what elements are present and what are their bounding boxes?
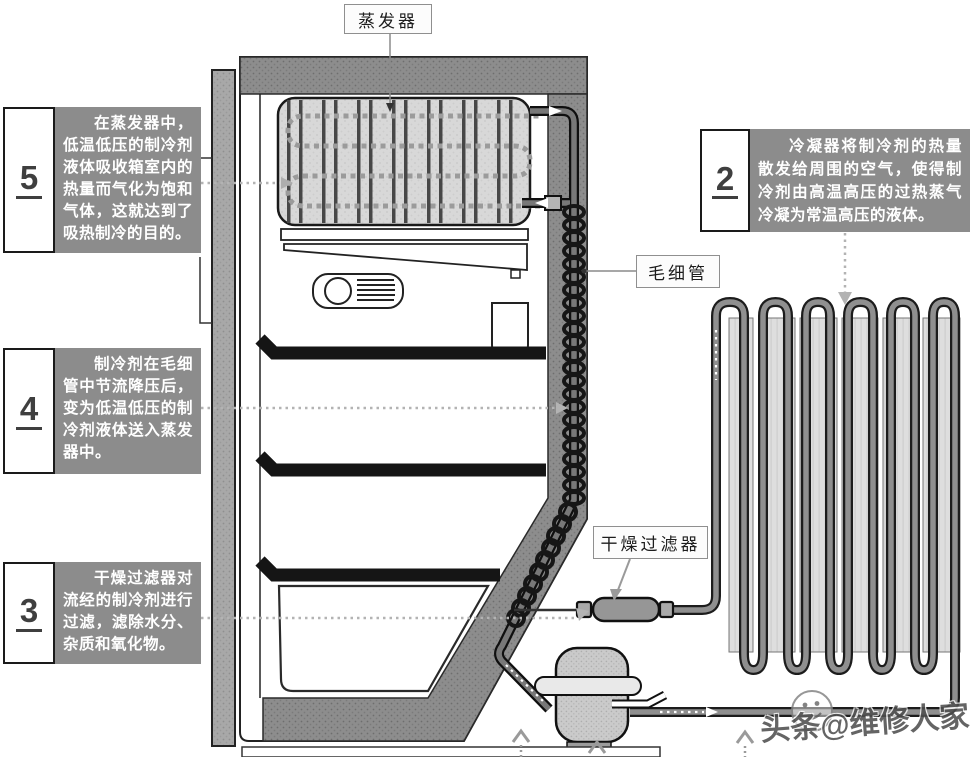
cabinet-top-wall — [239, 56, 588, 95]
step-number: 3 — [3, 562, 55, 664]
label-drier-filter: 干燥过滤器 — [593, 526, 708, 559]
step-callout-3: 3 干燥过滤器对流经的制冷剂进行过滤，滤除水分、杂质和氧化物。 — [3, 562, 201, 664]
interior-shelves — [255, 334, 546, 582]
drier-filter-body — [575, 596, 675, 623]
capillary-inlet — [522, 195, 570, 211]
compressor — [534, 646, 668, 750]
condenser — [630, 296, 960, 717]
evaporator — [276, 96, 540, 227]
step-callout-2: 2 冷凝器将制冷剂的热量散发给周围的空气，使得制冷剂由高温高压的过热蒸气冷凝为常… — [700, 129, 970, 232]
flow-arrow-discharge — [706, 707, 718, 717]
evaporator-ribs — [287, 100, 513, 223]
evaporator-shelf — [280, 228, 529, 279]
condenser-pointer — [838, 292, 852, 305]
crisper-drawer — [277, 584, 490, 693]
step-number: 5 — [3, 107, 55, 253]
interior-lamp — [312, 273, 404, 309]
base-plate — [241, 746, 661, 757]
step-text: 制冷剂在毛细管中节流降压后，变为低温低压的制冷剂液体送入蒸发器中。 — [55, 348, 201, 474]
drip-spout — [510, 269, 521, 279]
flow-arrow-into-evaporator — [281, 177, 293, 189]
label-evaporator: 蒸发器 — [344, 4, 432, 34]
evaporator-pointer — [386, 103, 394, 112]
flow-arrow-suction — [549, 106, 562, 116]
watermark-smiley-icon — [791, 690, 833, 732]
step-number: 2 — [700, 129, 750, 232]
filter-pointer — [576, 608, 589, 621]
step-number: 4 — [3, 348, 55, 474]
refrigerant-serpentine-dots — [285, 113, 540, 209]
drip-tray — [283, 243, 528, 271]
flow-arrows-bottom — [511, 728, 755, 757]
flow-arrow-inlet — [535, 198, 548, 208]
step-callout-4: 4 制冷剂在毛细管中节流降压后，变为低温低压的制冷剂液体送入蒸发器中。 — [3, 348, 201, 474]
step-text: 干燥过滤器对流经的制冷剂进行过滤，滤除水分、杂质和氧化物。 — [55, 562, 201, 664]
step-callout-5: 5 在蒸发器中，低温低压的制冷剂液体吸收箱室内的热量而气化为饱和气体，这就达到了… — [3, 107, 201, 253]
suction-pipe — [494, 106, 579, 713]
step-text: 冷凝器将制冷剂的热量散发给周围的空气，使得制冷剂由高温高压的过热蒸气冷凝为常温高… — [750, 129, 970, 232]
label-capillary: 毛细管 — [636, 255, 720, 288]
leader-lines — [199, 33, 852, 621]
drier-filter-pointer — [610, 589, 622, 601]
capillary-pointer — [556, 402, 568, 414]
step-text: 在蒸发器中，低温低压的制冷剂液体吸收箱室内的热量而气化为饱和气体，这就达到了吸热… — [55, 107, 201, 253]
cabinet-right-bottom-wall — [262, 93, 588, 742]
